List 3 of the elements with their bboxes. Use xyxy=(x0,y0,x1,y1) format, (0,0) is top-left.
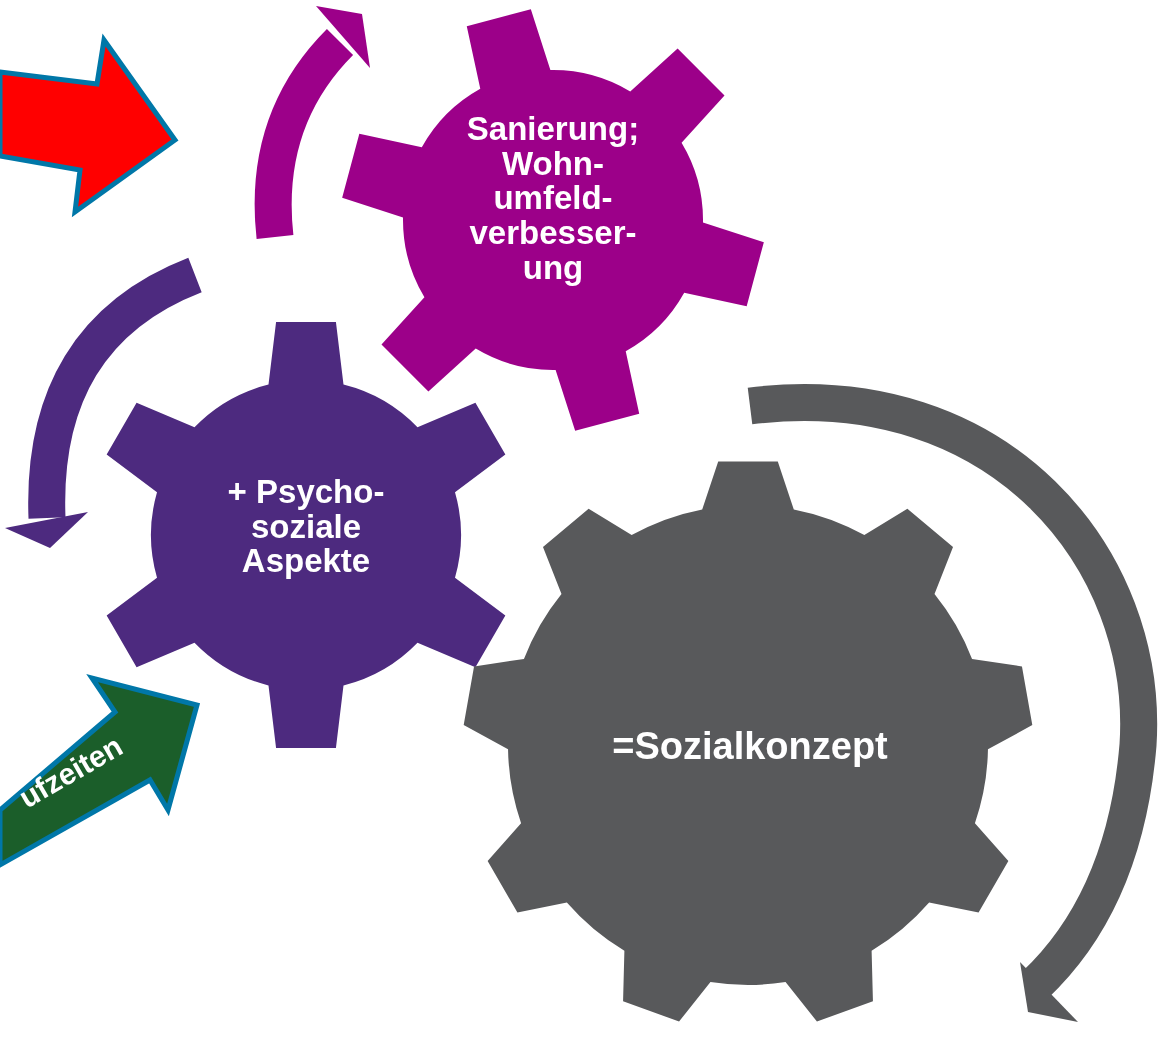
gear-label: Sanierung; Wohn- umfeld- verbesser- ung xyxy=(465,112,641,286)
gear-label: =Sozialkonzept xyxy=(611,727,889,767)
gear-label: + Psycho- soziale Aspekte xyxy=(226,475,386,579)
